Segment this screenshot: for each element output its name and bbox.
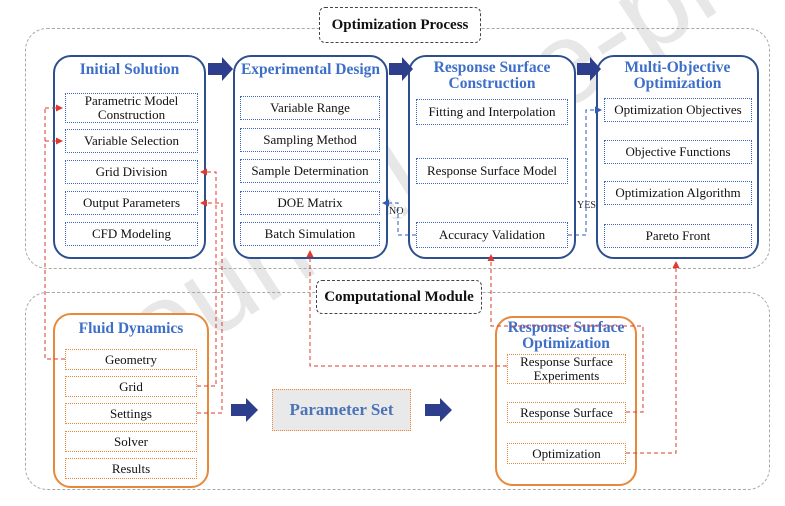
sampling-method: Sampling Method: [240, 128, 380, 152]
fluid-dynamics-title: Fluid Dynamics: [78, 320, 184, 337]
grid: Grid: [65, 376, 197, 397]
pareto-front: Pareto Front: [604, 224, 752, 248]
optimization-objectives: Optimization Objectives: [604, 98, 752, 122]
settings: Settings: [65, 403, 197, 424]
optimization-algorithm: Optimization Algorithm: [604, 181, 752, 205]
optimization-process-title: Optimization Process: [319, 7, 481, 43]
flow-arrow-1: [208, 57, 233, 81]
sample-determination: Sample Determination: [240, 159, 380, 183]
response-surface: Response Surface: [507, 402, 626, 423]
parameter-set: Parameter Set: [272, 389, 411, 431]
response-surface-optimization-title: Response Surface Optimization: [507, 319, 625, 352]
multi-objective-optimization-title: Multi-Objective Optimization: [624, 59, 731, 92]
response-surface-construction-title: Response Surface Construction: [433, 59, 551, 92]
batch-simulation: Batch Simulation: [240, 222, 380, 246]
variable-range: Variable Range: [240, 96, 380, 120]
flow-arrow-4: [231, 398, 258, 422]
link-rse-batch: [306, 250, 507, 367]
yes-label: YES: [577, 200, 596, 211]
flow-arrow-3: [577, 57, 601, 81]
link-settings: [197, 199, 223, 414]
objective-functions: Objective Functions: [604, 140, 752, 164]
link-geometry-left: [44, 108, 65, 360]
link-grid: [197, 168, 217, 387]
response-surface-experiments: Response Surface Experiments: [507, 354, 626, 384]
solver: Solver: [65, 431, 197, 452]
response-surface-model: Response Surface Model: [416, 158, 568, 184]
results: Results: [65, 458, 197, 479]
doe-matrix: DOE Matrix: [240, 191, 380, 215]
link-no-loop: [382, 199, 416, 236]
link-yes-forward: [568, 106, 602, 236]
fitting-and-interpolation: Fitting and Interpolation: [416, 99, 568, 125]
link-opt-pareto: [626, 261, 680, 454]
accuracy-validation: Accuracy Validation: [416, 222, 568, 248]
computational-module-title: Computational Module: [316, 280, 482, 314]
experimental-design-title: Experimental Design: [240, 61, 381, 78]
output-parameters: Output Parameters: [65, 191, 198, 215]
variable-selection: Variable Selection: [65, 129, 198, 153]
grid-division: Grid Division: [65, 160, 198, 184]
flow-arrow-2: [389, 57, 413, 81]
link-rs-model: [487, 254, 644, 413]
cfd-modeling: CFD Modeling: [65, 222, 198, 246]
flow-arrow-5: [425, 398, 452, 422]
optimization: Optimization: [507, 443, 626, 464]
geometry: Geometry: [65, 349, 197, 370]
initial-solution-title: Initial Solution: [79, 61, 180, 78]
parametric-model-construction: Parametric Model Construction: [65, 93, 198, 123]
no-label: NO: [389, 206, 404, 217]
